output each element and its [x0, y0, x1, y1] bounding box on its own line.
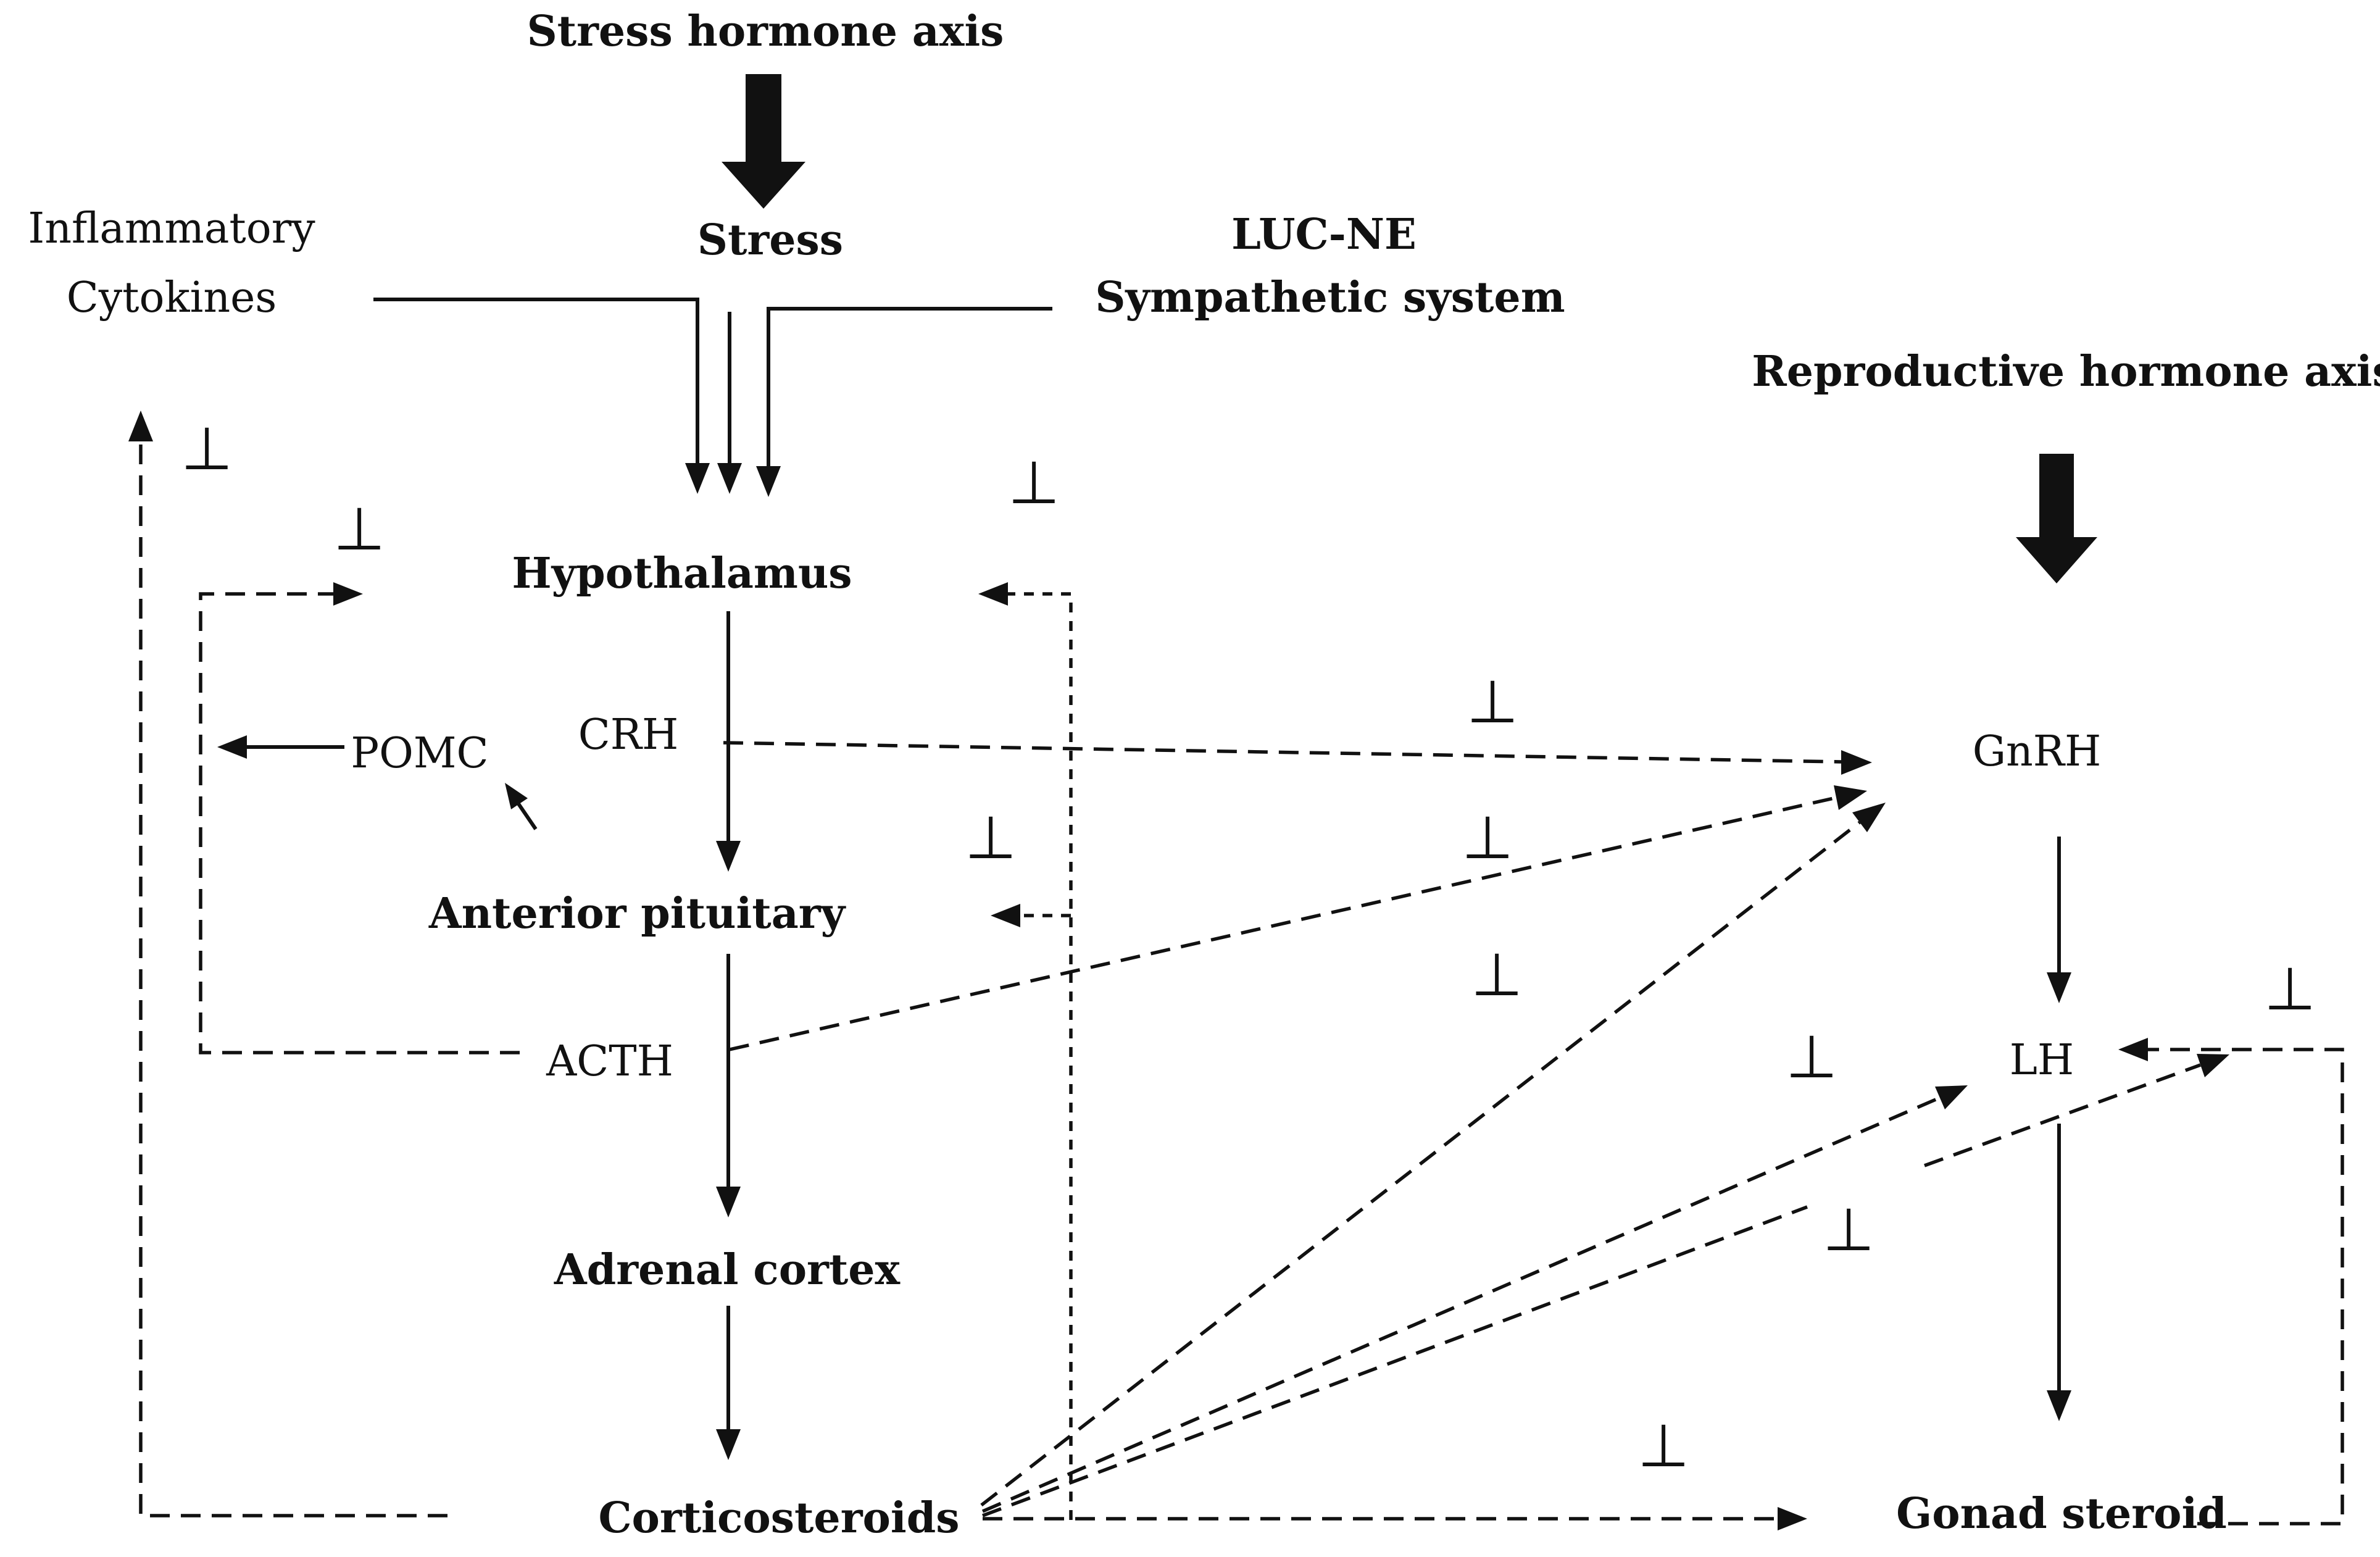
inhibition-symbol: ⊥ [1467, 667, 1518, 737]
inhibition-symbol: ⊥ [2264, 954, 2316, 1024]
lh-label: LH [2010, 1036, 2074, 1085]
inhibition-symbol: ⊥ [1008, 448, 1060, 517]
acth-label: ACTH [546, 1037, 673, 1086]
inflammatory-cytokines-label-line2: Cytokines [67, 273, 277, 322]
inhibition-symbol: ⊥ [1823, 1195, 1874, 1264]
arrowhead [1834, 785, 1867, 810]
acth-to-hypothalamus-feedback [199, 592, 520, 1054]
arrowhead [756, 466, 781, 497]
corticosteroids-to-lh-dashed [981, 1096, 1941, 1513]
arrowhead [505, 783, 528, 809]
arrowhead [2197, 1054, 2229, 1077]
inflammatory-cytokines-label-line1: Inflammatory [28, 204, 315, 253]
reproductive-axis-title: Reproductive hormone axis [1752, 347, 2380, 396]
luc-ne-to-hypothalamus-line [767, 307, 1052, 466]
arrowhead [1935, 1085, 1968, 1109]
luc-ne-label-line1: LUC-NE [1231, 210, 1417, 259]
arrowhead [717, 463, 742, 494]
to-pomc-line [517, 803, 538, 830]
gonad-steroid-to-lh-short-dashed [1924, 1063, 2201, 1167]
inhibition-symbol: ⊥ [965, 803, 1017, 872]
arrowhead [978, 582, 1008, 606]
anterior-pituitary-label: Anterior pituitary [428, 889, 847, 938]
arrowhead [2118, 1038, 2148, 1061]
arrowhead [1841, 750, 1872, 775]
gonad-steroid-to-lh-feedback [2148, 1048, 2344, 1526]
inhibition-symbol: ⊥ [1637, 1411, 1689, 1480]
inhibition-symbol: ⊥ [1786, 1022, 1837, 1092]
arrowhead [685, 463, 710, 494]
arrowhead [2047, 972, 2071, 1003]
inhibition-symbol: ⊥ [1462, 803, 1513, 872]
pomc-label: POMC [351, 729, 488, 778]
acth-to-gnrh-dashed [729, 796, 1837, 1051]
arrowhead [716, 841, 741, 872]
crh-to-gnrh-dashed [723, 741, 1842, 764]
hypothalamus-label: Hypothalamus [512, 549, 852, 598]
gnrh-label: GnRH [1973, 727, 2102, 776]
arrowhead [716, 1429, 741, 1460]
stress-axis-block-arrow [722, 74, 805, 209]
corticosteroids-to-lh-lower-dashed [982, 1205, 1808, 1517]
corticosteroids-to-hypothalamus-feedback [1007, 592, 1073, 1520]
arrowhead [1852, 803, 1886, 832]
corticosteroids-to-gnrh-dashed [980, 820, 1861, 1507]
gonad-steroid-label: Gonad steroid [1896, 1489, 2227, 1538]
inhibition-symbol: ⊥ [1471, 940, 1523, 1009]
arrowhead [2047, 1390, 2071, 1421]
stress-axis-title: Stress hormone axis [527, 7, 1004, 56]
arrowhead [217, 735, 247, 759]
luc-ne-label-line2: Sympathetic system [1095, 273, 1565, 322]
adrenal-cortex-label: Adrenal cortex [554, 1245, 901, 1295]
arrowhead [991, 904, 1020, 927]
inhibition-symbol: ⊥ [333, 495, 385, 564]
corticosteroids-to-cytokines-feedback [139, 441, 447, 1517]
cytokines-to-hypothalamus-line [373, 298, 699, 466]
arrowhead [128, 411, 153, 441]
arrowhead [1778, 1507, 1807, 1530]
inhibition-symbol: ⊥ [181, 414, 233, 483]
reproductive-axis-block-arrow [2016, 454, 2097, 583]
stress-label: Stress [697, 215, 843, 265]
crh-label: CRH [578, 711, 679, 759]
arrowhead [716, 1187, 741, 1217]
corticosteroids-label: Corticosteroids [598, 1493, 959, 1543]
arrowhead [333, 582, 363, 606]
